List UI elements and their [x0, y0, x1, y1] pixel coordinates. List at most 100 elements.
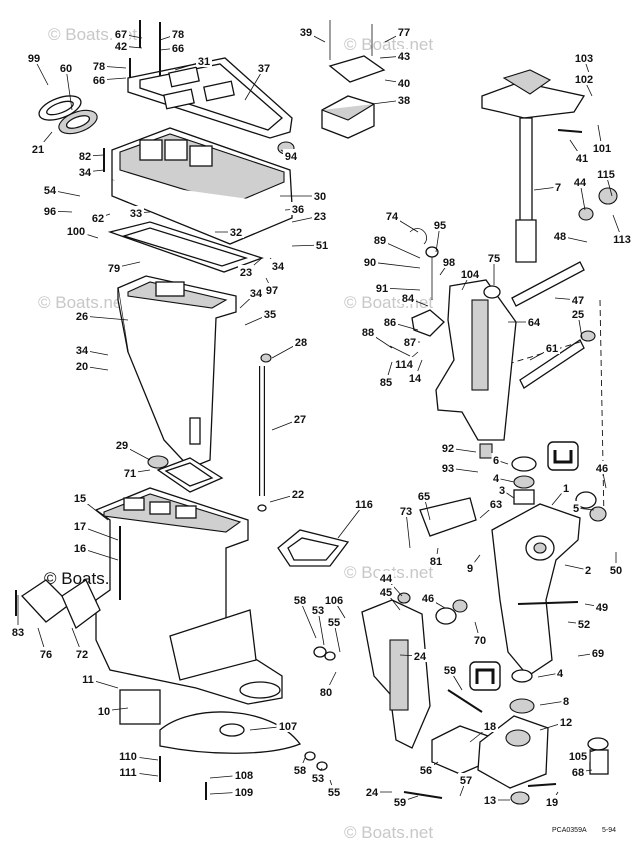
part-callout: 20: [74, 359, 109, 373]
exhaust-cover-gasket: [38, 95, 98, 135]
sealant-icon: [469, 661, 501, 691]
part-number-label: 88: [362, 327, 374, 339]
callout-label-bg: [491, 453, 501, 466]
part-number-label: 96: [44, 206, 56, 218]
callout-label-bg: [561, 481, 571, 494]
part-number-label: 38: [398, 95, 410, 107]
part-callout: 40: [384, 76, 412, 90]
part-callout: 74: [384, 209, 419, 233]
part-number-label: 60: [60, 63, 72, 75]
part-number-label: 34: [76, 345, 89, 357]
callout-label-bg: [72, 519, 88, 532]
part-callout: 13: [482, 793, 510, 807]
part-number-label: 116: [355, 499, 373, 511]
part-callout: 14: [407, 359, 423, 385]
part-number-label: 67: [115, 29, 127, 41]
callout-label-bg: [64, 224, 88, 237]
callout-label-bg: [74, 309, 90, 322]
part-callout: 34: [239, 286, 264, 309]
callout-label-bg: [412, 649, 428, 662]
callout-label-bg: [594, 461, 610, 474]
callout-label-bg: [128, 206, 144, 219]
callout-label-bg: [10, 625, 26, 638]
watermark-text: © Boats.net: [344, 823, 433, 842]
callout-label-bg: [486, 251, 502, 264]
part-callout: 42: [113, 39, 143, 53]
part-number-label: 89: [374, 235, 386, 247]
part-number-label: 48: [554, 231, 566, 243]
callout-label-bg: [264, 283, 280, 296]
part-callout: 106: [322, 593, 346, 619]
callout-label-bg: [74, 647, 90, 660]
part-number-label: 24: [414, 651, 427, 663]
part-number-label: 33: [130, 208, 142, 220]
part-callout: 82: [77, 149, 105, 163]
callout-label-bg: [544, 795, 560, 808]
tilt-tube: [511, 261, 585, 389]
callout-label-bg: [558, 715, 574, 728]
part-callout: 48: [552, 229, 588, 243]
part-number-label: 114: [395, 359, 414, 371]
part-number-label: 20: [76, 361, 88, 373]
part-callout: 86: [382, 315, 419, 331]
part-callout: 34: [77, 165, 105, 179]
part-number-label: 10: [98, 706, 110, 718]
part-callout: 107: [249, 719, 300, 733]
part-callout: 96: [42, 204, 73, 218]
part-callout: 12: [539, 715, 574, 731]
callout-label-bg: [312, 209, 328, 222]
part-callout: 78: [91, 59, 127, 73]
callout-label-bg: [290, 202, 306, 215]
callout-label-bg: [552, 229, 568, 242]
callout-label-bg: [38, 647, 54, 660]
stern-bracket-right: [435, 279, 517, 441]
part-number-label: 24: [366, 787, 379, 799]
part-callout: 7: [533, 180, 563, 194]
part-callout: 35: [244, 307, 278, 326]
part-number-label: 28: [295, 337, 307, 349]
callout-label-bg: [555, 666, 565, 679]
thrust-blocks: [431, 715, 549, 789]
part-number-label: 66: [93, 75, 105, 87]
callout-label-bg: [290, 487, 306, 500]
part-callout: 45: [378, 585, 401, 611]
part-number-label: 100: [67, 226, 85, 238]
part-number-label: 36: [292, 204, 304, 216]
callout-label-bg: [298, 25, 314, 38]
part-number-label: 82: [79, 151, 91, 163]
part-callout: 52: [567, 617, 592, 631]
part-callout: 116: [337, 497, 376, 539]
callout-label-bg: [400, 291, 416, 304]
part-callout: 51: [291, 238, 330, 252]
part-number-label: 53: [312, 605, 324, 617]
callout-label-bg: [458, 267, 482, 280]
callout-label-bg: [90, 211, 106, 224]
callout-label-bg: [170, 27, 186, 40]
part-number-label: 8: [563, 696, 569, 708]
part-callout: 104: [458, 267, 482, 291]
part-callout: 62: [90, 211, 111, 225]
callout-label-bg: [310, 603, 326, 616]
callout-label-bg: [594, 600, 610, 613]
tilt-lock-linkage: [389, 228, 445, 357]
callout-label-bg: [416, 489, 432, 502]
part-number-label: 62: [92, 213, 104, 225]
callout-label-bg: [396, 49, 412, 62]
part-callout: 78: [159, 27, 186, 41]
driveshaft-housing: [117, 275, 237, 469]
part-callout: 92: [440, 441, 477, 455]
part-callout: 71: [122, 466, 151, 480]
part-callout: 66: [91, 73, 127, 87]
part-number-label: 39: [300, 27, 312, 39]
callout-leader-line: [405, 510, 411, 549]
part-callout: 23: [291, 209, 328, 223]
part-number-label: 55: [328, 787, 340, 799]
part-number-label: 43: [398, 51, 410, 63]
callout-label-bg: [570, 293, 586, 306]
part-callout: 11: [80, 672, 119, 689]
part-number-label: 14: [409, 373, 422, 385]
part-number-label: 95: [434, 220, 446, 232]
callout-label-bg: [30, 142, 46, 155]
part-number-label: 2: [585, 565, 591, 577]
bolts: [15, 20, 583, 800]
